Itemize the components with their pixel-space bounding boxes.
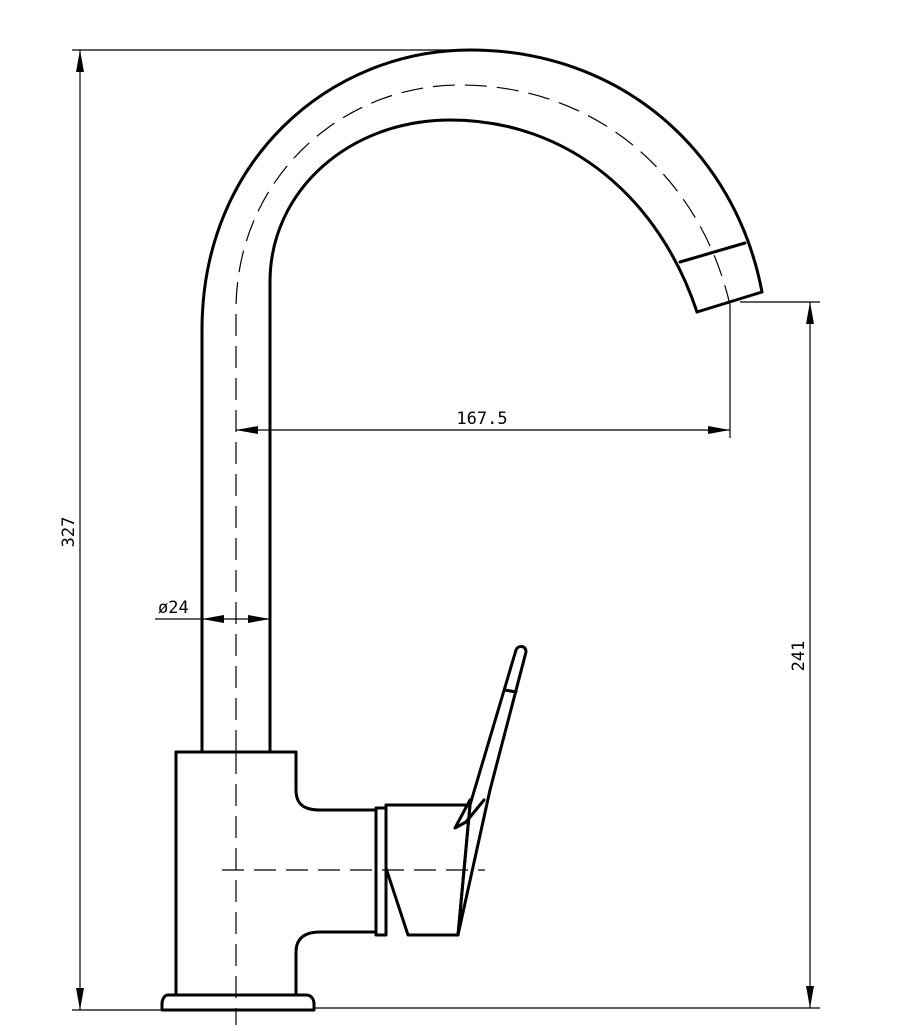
dimension-pipe-diameter: ø24 bbox=[155, 598, 270, 623]
handle-lever bbox=[374, 645, 528, 937]
faucet-body bbox=[160, 750, 485, 1025]
spout-pipe bbox=[200, 48, 764, 754]
dimension-outlet-height: 241 bbox=[314, 301, 820, 1009]
dimension-total-height: 327 bbox=[59, 49, 470, 1011]
outlet-height-label: 241 bbox=[789, 641, 809, 672]
total-height-label: 327 bbox=[59, 517, 79, 548]
spout-reach-label: 167.5 bbox=[456, 409, 507, 429]
pipe-diameter-label: ø24 bbox=[158, 598, 189, 618]
dimension-spout-reach: 167.5 bbox=[236, 305, 731, 438]
